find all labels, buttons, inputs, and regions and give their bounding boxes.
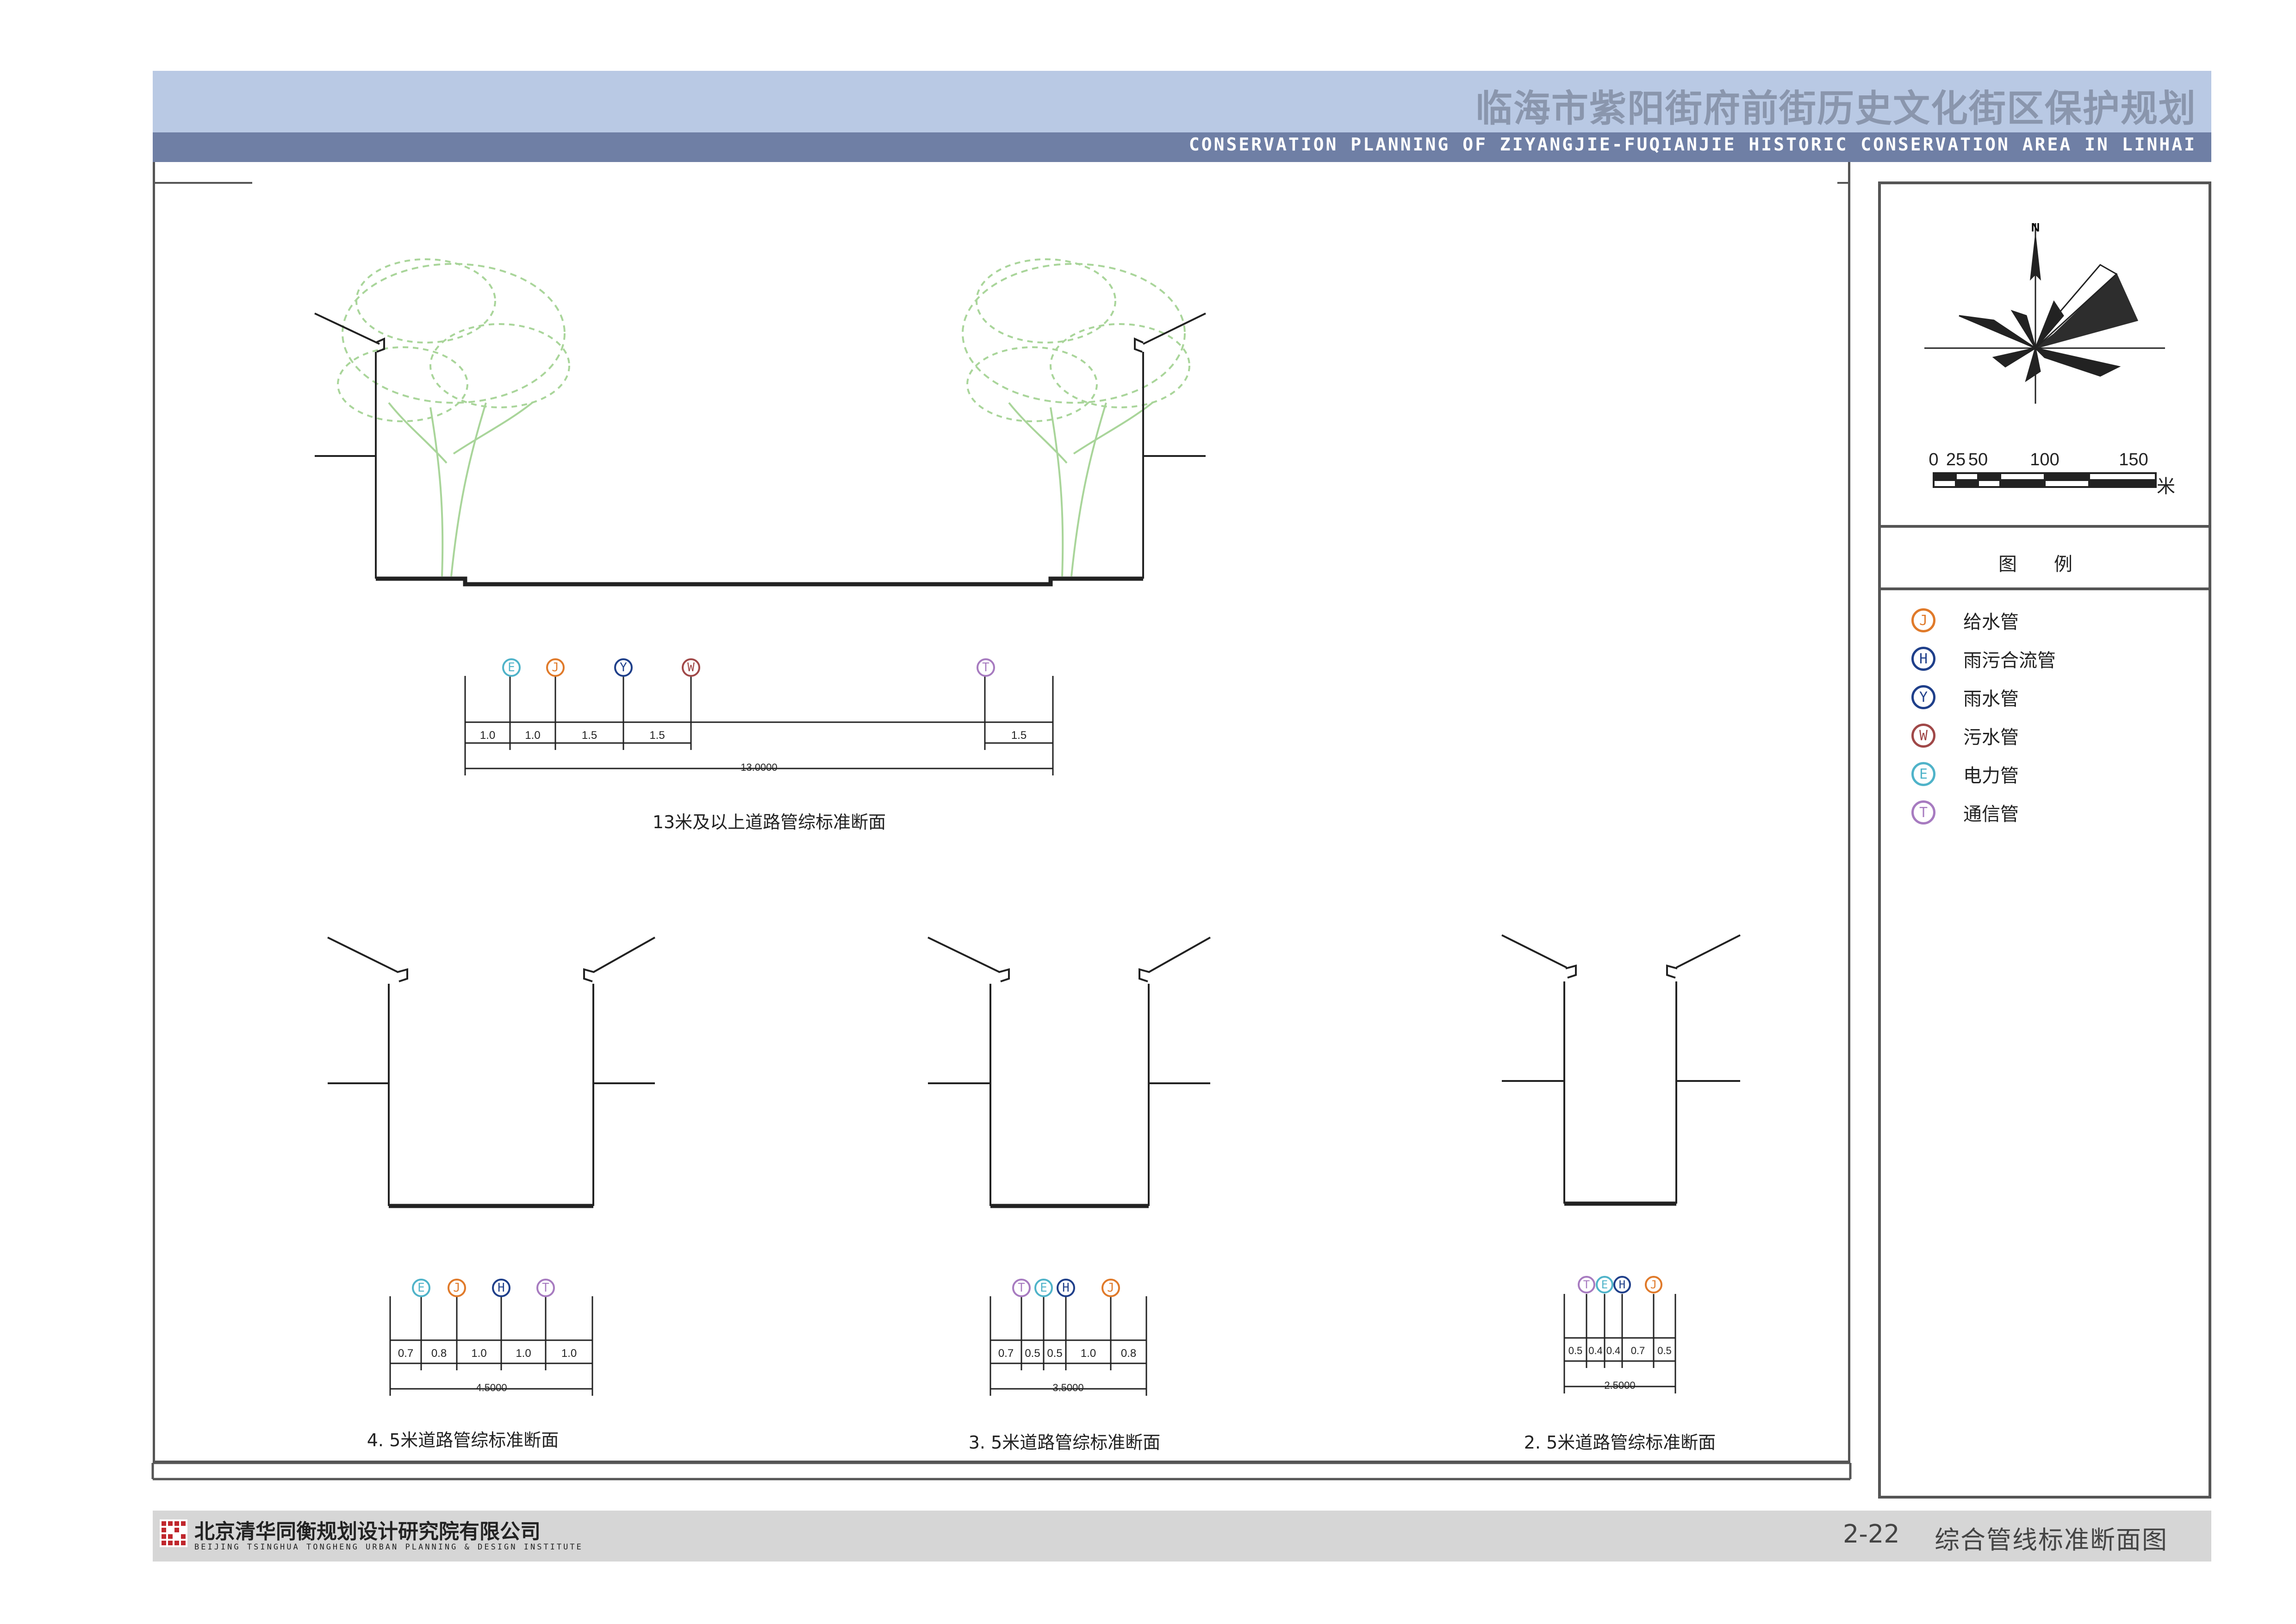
pipe-symbol-icon: W (1911, 724, 1935, 748)
pipe-marker-icon: J (546, 658, 565, 677)
side-panel (1878, 181, 2211, 1499)
segment-width-label: 0.4 (1588, 1345, 1603, 1356)
legend-item-label: 雨水管 (1963, 688, 2019, 710)
pipe-symbol-icon: H (1911, 647, 1935, 671)
legend-item: T 通信管 (1911, 794, 2019, 831)
section-4-5m-profile (327, 937, 655, 1208)
segment-width-label: 0.8 (1120, 1347, 1137, 1360)
footer-org-name: 北京清华同衡规划设计研究院有限公司 (194, 1520, 541, 1543)
section-13m-profile (314, 258, 1206, 587)
legend-item: Y 雨水管 (1911, 679, 2019, 716)
section-4-5m-total: 4.5000 (476, 1382, 507, 1393)
scale-tick-50: 50 (1968, 450, 1988, 469)
legend-item: E 电力管 (1911, 756, 2019, 793)
segment-width-label: 0.5 (1025, 1347, 1040, 1360)
segment-width-label: 0.5 (1568, 1345, 1583, 1356)
pipe-marker-icon: W (682, 658, 700, 677)
footer-band (153, 1511, 2211, 1562)
pipe-marker-icon: H (1057, 1279, 1075, 1297)
section-3-5m-total: 3.5000 (1052, 1382, 1084, 1393)
section-2-5m-profile (1501, 934, 1741, 1206)
segment-width-label: 0.4 (1606, 1345, 1621, 1356)
section-4-5m-caption: 4. 5米道路管综标准断面 (367, 1430, 559, 1450)
tree-left (337, 258, 570, 577)
scale-tick-100: 100 (2030, 450, 2060, 469)
section-13m-dimensions (464, 676, 1054, 775)
section-3-5m-profile (927, 937, 1211, 1208)
scale-bar (1933, 472, 2157, 488)
scale-tick-150: 150 (2119, 450, 2148, 469)
section-4-5m-dimensions (389, 1296, 593, 1396)
scale-tick-25: 25 (1946, 450, 1966, 469)
north-label: N (2031, 220, 2040, 234)
section-3-5m-caption: 3. 5米道路管综标准断面 (968, 1432, 1161, 1453)
pipe-marker-icon: T (1578, 1276, 1595, 1293)
legend-item: H 雨污合流管 (1911, 640, 2056, 677)
segment-width-label: 1.0 (561, 1347, 577, 1360)
pipe-marker-icon: T (1012, 1279, 1031, 1297)
legend-item-label: 通信管 (1963, 804, 2019, 825)
segment-width-label: 1.5 (581, 729, 597, 742)
pipe-marker-icon: J (448, 1279, 466, 1297)
segment-width-label: 1.0 (1080, 1347, 1096, 1360)
scale-tick-0: 0 (1929, 450, 1939, 469)
pipe-marker-icon: Y (614, 658, 633, 677)
pipe-symbol-icon: E (1911, 762, 1935, 786)
footer-org-name-en: BEIJING TSINGHUA TONGHENG URBAN PLANNING… (194, 1543, 583, 1552)
pipe-marker-icon: J (1101, 1279, 1120, 1297)
segment-width-label: 1.5 (649, 729, 665, 742)
pipe-marker-icon: E (412, 1279, 430, 1297)
header-band (153, 71, 2211, 132)
legend-item-label: 电力管 (1963, 765, 2019, 787)
segment-width-label: 1.0 (471, 1347, 487, 1360)
segment-width-label: 0.7 (398, 1347, 414, 1360)
institute-logo-icon (160, 1519, 187, 1547)
section-2-5m-dimensions (1563, 1294, 1676, 1393)
section-3-5m-dimensions (989, 1296, 1147, 1396)
pipe-marker-icon: H (1613, 1276, 1631, 1293)
pipe-marker-icon: E (1034, 1279, 1053, 1297)
section-2-5m-caption: 2. 5米道路管综标准断面 (1524, 1432, 1716, 1453)
legend-item-label: 给水管 (1963, 612, 2019, 633)
header-subtitle-bar (153, 132, 2211, 162)
segment-width-label: 1.5 (1011, 729, 1027, 742)
section-13m-caption: 13米及以上道路管综标准断面 (652, 812, 886, 832)
segment-width-label: 0.8 (431, 1347, 447, 1360)
pipe-symbol-icon: J (1911, 608, 1935, 632)
pipe-symbol-icon: Y (1911, 685, 1935, 709)
pipe-marker-icon: E (502, 658, 521, 677)
section-13m-total: 13.0000 (740, 762, 778, 773)
segment-width-label: 0.5 (1657, 1345, 1672, 1356)
tree-right (962, 258, 1190, 577)
compass-rose-icon (1924, 223, 2165, 404)
side-panel-graphics: N (1878, 220, 2211, 590)
segment-width-label: 1.0 (479, 729, 496, 742)
pipe-marker-icon: J (1645, 1276, 1662, 1293)
pipe-symbol-icon: T (1911, 800, 1935, 824)
pipe-marker-icon: T (977, 658, 995, 677)
scale-unit: 米 (2157, 476, 2175, 497)
page-title: 临海市紫阳街府前街历史文化街区保护规划 (1475, 87, 2196, 130)
segment-width-label: 1.0 (516, 1347, 531, 1360)
section-2-5m-total: 2.5000 (1604, 1380, 1636, 1391)
legend-item-label: 污水管 (1963, 727, 2019, 748)
legend-title: 图例 (1998, 554, 2109, 575)
pipe-marker-icon: T (536, 1279, 555, 1297)
segment-width-label: 0.5 (1047, 1347, 1063, 1360)
pipe-marker-icon: H (492, 1279, 510, 1297)
legend-item: W 污水管 (1911, 717, 2019, 754)
legend-item-label: 雨污合流管 (1963, 650, 2056, 671)
pipe-marker-icon: E (1596, 1276, 1613, 1293)
segment-width-label: 0.7 (998, 1347, 1014, 1360)
page-subtitle: CONSERVATION PLANNING OF ZIYANGJIE-FUQIA… (1188, 134, 2196, 155)
legend-item: J 给水管 (1911, 602, 2019, 639)
segment-width-label: 1.0 (525, 729, 541, 742)
drawing-number: 2-22 (1843, 1519, 1900, 1549)
segment-width-label: 0.7 (1630, 1345, 1645, 1356)
drawing-name: 综合管线标准断面图 (1935, 1525, 2168, 1555)
